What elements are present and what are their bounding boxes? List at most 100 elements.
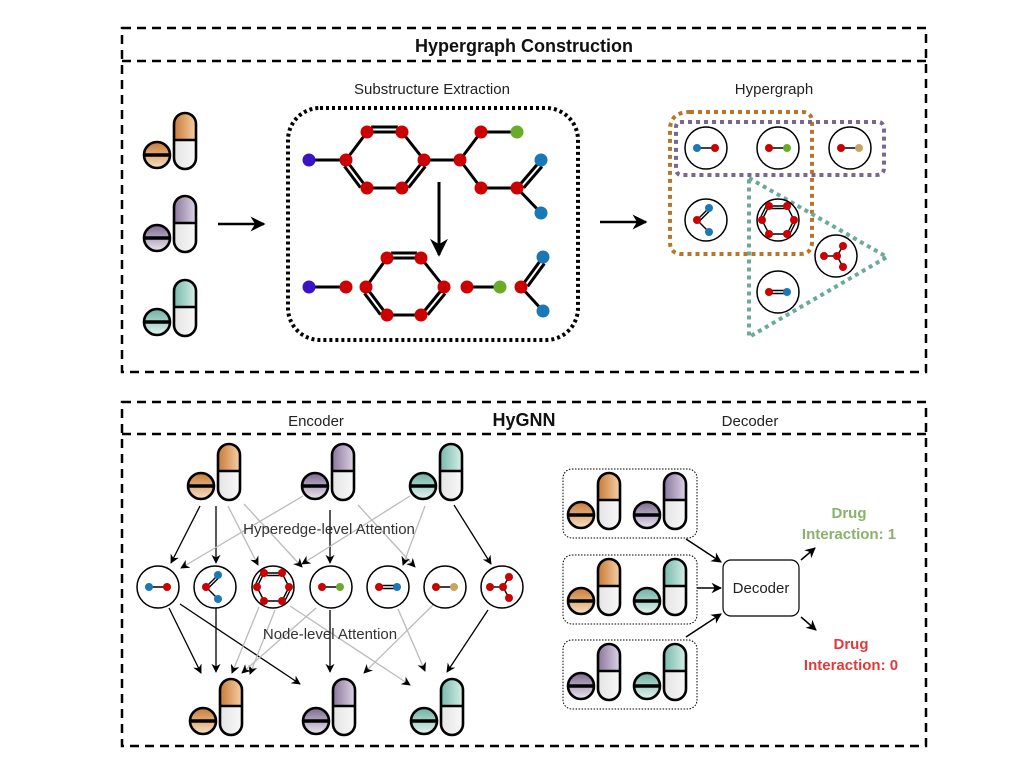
drug-icon <box>632 642 688 702</box>
atom <box>339 153 353 167</box>
substructure-node-ring <box>756 198 800 242</box>
drug-icon <box>301 677 357 737</box>
drug-icon <box>142 194 198 254</box>
attention-edges <box>168 495 492 686</box>
hypergraph <box>668 110 892 341</box>
atom <box>339 280 353 294</box>
drug-icon <box>632 471 688 531</box>
drug-icon <box>186 442 242 502</box>
atom <box>493 280 507 294</box>
hyperedge-purple <box>674 120 886 177</box>
atom <box>460 280 474 294</box>
attention-edge <box>170 505 201 564</box>
substructure-node-pairBR <box>684 126 728 170</box>
decoder-box: Decoder <box>722 559 800 617</box>
decoder-arrows <box>685 538 817 638</box>
substructure-node-triad <box>814 234 858 278</box>
atom <box>380 251 394 265</box>
attention-edge <box>241 607 317 674</box>
encoder-output-drugs <box>188 677 465 737</box>
drug-icon <box>566 642 622 702</box>
molecule-fragments <box>302 250 550 322</box>
attention-edge <box>179 603 301 685</box>
substructure-node-vshape <box>193 565 237 609</box>
decoder-box-label: Decoder <box>733 580 790 597</box>
substructure-node-pairRG <box>756 126 800 170</box>
encoder-input-drugs <box>186 442 464 502</box>
attention-edge <box>289 605 411 686</box>
drug-list <box>142 111 198 338</box>
substructure-node-dbl <box>366 565 410 609</box>
atom <box>474 125 488 139</box>
atom <box>360 181 374 195</box>
drug-icon <box>142 111 198 171</box>
substructure-node-ring <box>251 565 295 609</box>
drug-pair <box>562 639 698 710</box>
molecule-full <box>302 125 548 220</box>
drug-icon <box>142 278 198 338</box>
atom <box>395 181 409 195</box>
attention-edge <box>446 609 489 673</box>
hyperedge-orange <box>668 110 814 256</box>
substructure-node-triad <box>480 565 524 609</box>
attention-edge <box>227 505 259 566</box>
substructure-node-dbl <box>756 270 800 314</box>
node-attention-label: Node-level Attention <box>263 626 397 643</box>
hypergraph-label: Hypergraph <box>735 81 813 98</box>
encoder-label: Encoder <box>288 413 344 430</box>
atom <box>474 181 488 195</box>
attention-edge <box>453 504 492 565</box>
drug-pair <box>562 468 698 539</box>
atom <box>437 280 451 294</box>
hyperedge-nodes <box>136 565 524 609</box>
atom <box>302 280 316 294</box>
atom <box>536 250 550 264</box>
attention-edge <box>230 606 260 674</box>
attention-edge <box>301 495 411 565</box>
attention-edge <box>243 503 303 568</box>
output-negative: Drug Interaction: 0 <box>804 636 898 674</box>
substructure-node-pairRG <box>309 565 353 609</box>
output-positive: Drug Interaction: 1 <box>802 505 896 543</box>
attention-edge <box>397 608 426 672</box>
atom <box>417 153 431 167</box>
decoder-label: Decoder <box>722 413 779 430</box>
atom <box>534 206 548 220</box>
drug-icon <box>632 557 688 617</box>
output-positive-line1: Drug <box>832 505 867 522</box>
output-negative-line1: Drug <box>834 636 869 653</box>
atom <box>514 280 528 294</box>
atom <box>360 125 374 139</box>
substructure-extraction-label: Substructure Extraction <box>354 81 510 98</box>
atom <box>510 125 524 139</box>
atom <box>536 304 550 318</box>
drug-icon <box>188 677 244 737</box>
attention-edge <box>180 495 304 569</box>
atom <box>414 251 428 265</box>
substructure-extraction-box <box>286 106 580 342</box>
attention-edge <box>363 604 434 674</box>
substructure-node-pairBR <box>136 565 180 609</box>
construction-title: Hypergraph Construction <box>415 36 633 56</box>
substructure-node-vshape <box>684 198 728 242</box>
atom <box>453 153 467 167</box>
output-negative-line2: Interaction: 0 <box>804 657 898 674</box>
atom <box>359 280 373 294</box>
drug-icon <box>408 442 464 502</box>
attention-edge <box>248 609 276 675</box>
drug-icon <box>566 471 622 531</box>
output-positive-line2: Interaction: 1 <box>802 526 896 543</box>
drug-pair <box>562 554 698 625</box>
drug-pairs <box>562 468 698 710</box>
atom <box>395 125 409 139</box>
attention-edge <box>168 607 202 674</box>
drug-icon <box>566 557 622 617</box>
atom <box>414 308 428 322</box>
substructure-node-pairRT <box>423 565 467 609</box>
attention-edge <box>401 505 426 566</box>
atom <box>380 308 394 322</box>
construction-panel: Hypergraph Construction Substructure Ext… <box>120 26 928 374</box>
hyperedge-attention-label: Hyperedge-level Attention <box>243 521 415 538</box>
drug-icon <box>300 442 356 502</box>
